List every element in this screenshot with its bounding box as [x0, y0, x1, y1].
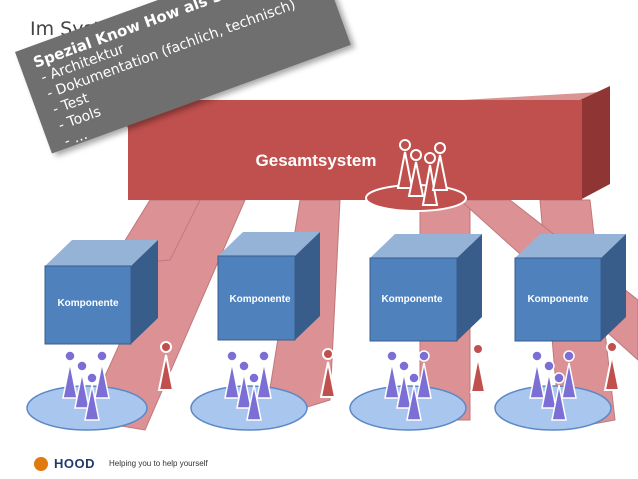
team-3 [384, 350, 432, 421]
component-3: Komponente [369, 234, 482, 342]
component-2: Komponente [217, 232, 320, 341]
specialist-2 [319, 348, 337, 398]
system-block: Gesamtsystem [120, 86, 610, 212]
component-label: Komponente [381, 294, 443, 305]
hood-logo-icon [34, 456, 48, 471]
logo-text: HOOD [54, 456, 95, 471]
specialist-3 [469, 343, 487, 393]
component-1: Komponente [44, 240, 158, 345]
system-side-face [580, 86, 610, 200]
footer-tagline: Helping you to help yourself [109, 459, 208, 468]
system-team [396, 139, 449, 206]
team-2 [224, 350, 272, 421]
component-4: Komponente [514, 234, 626, 342]
component-label: Komponente [229, 294, 291, 305]
team-1 [62, 350, 110, 421]
team-figures [62, 350, 577, 421]
footer: HOOD Helping you to help yourself [34, 456, 208, 471]
team-4 [529, 350, 577, 421]
system-front-face [128, 100, 582, 200]
specialist-1 [157, 341, 175, 391]
system-label: Gesamtsystem [256, 151, 377, 170]
component-label: Komponente [57, 298, 119, 309]
specialist-figures [157, 341, 621, 398]
specialist-4 [603, 341, 621, 391]
component-label: Komponente [527, 294, 589, 305]
